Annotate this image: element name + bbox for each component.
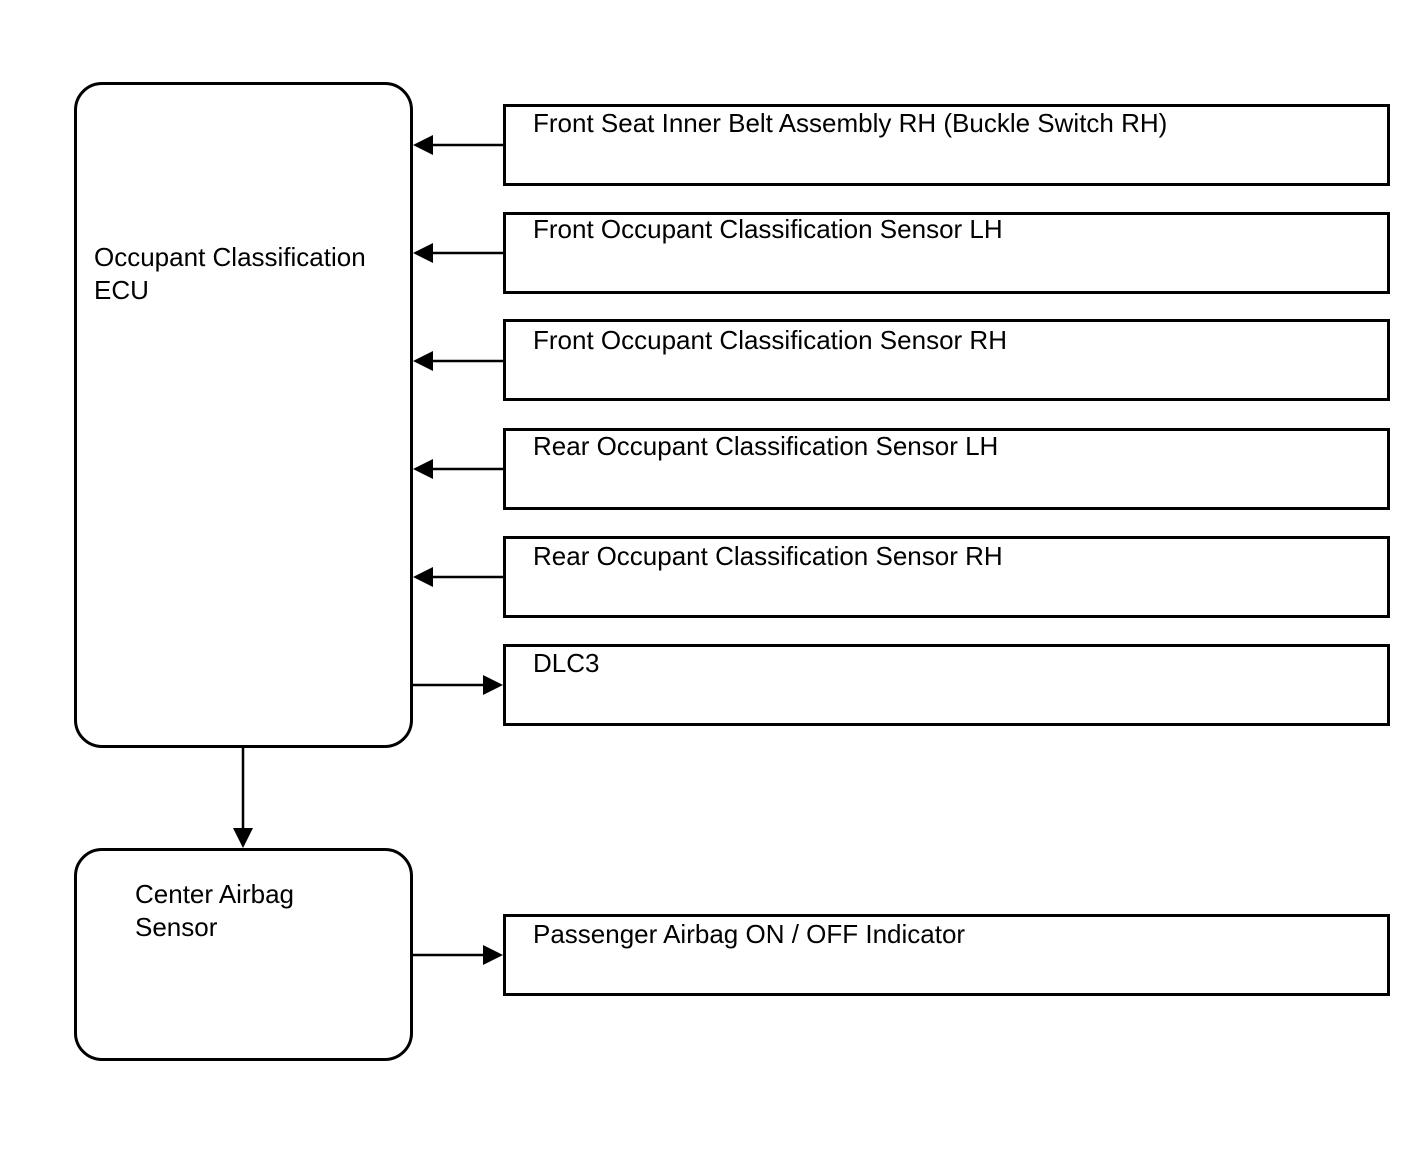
rear-sensor-lh-block xyxy=(503,428,1390,510)
ecu-label: Occupant Classification ECU xyxy=(94,242,366,305)
front-sensor-lh-block xyxy=(503,212,1390,294)
front-sensor-rh-arrowhead xyxy=(413,351,433,371)
dlc3-arrowhead xyxy=(483,675,503,695)
indicator-arrowhead xyxy=(483,945,503,965)
front-sensor-lh-label: Front Occupant Classification Sensor LH xyxy=(533,214,1003,244)
rear-sensor-rh-arrowhead xyxy=(413,567,433,587)
front-sensor-lh-arrowhead xyxy=(413,243,433,263)
buckle-switch-rh-arrowhead xyxy=(413,135,433,155)
center-airbag-sensor-label: Center Airbag Sensor xyxy=(135,879,294,942)
passenger-airbag-indicator-block xyxy=(503,914,1390,996)
ecu-to-center-airbag-arrowhead xyxy=(233,828,253,848)
rear-sensor-lh-arrowhead xyxy=(413,459,433,479)
passenger-airbag-indicator-label: Passenger Airbag ON / OFF Indicator xyxy=(533,919,966,949)
rear-sensor-rh-block xyxy=(503,536,1390,618)
front-sensor-rh-block xyxy=(503,319,1390,401)
dlc3-label: DLC3 xyxy=(533,648,600,678)
buckle-switch-rh-label: Front Seat Inner Belt Assembly RH (Buckl… xyxy=(533,108,1168,138)
buckle-switch-rh-block xyxy=(503,104,1390,186)
ecu-block xyxy=(74,82,413,748)
rear-sensor-rh-label: Rear Occupant Classification Sensor RH xyxy=(533,541,1003,571)
dlc3-block xyxy=(503,644,1390,726)
center-airbag-sensor-block xyxy=(74,848,413,1061)
rear-sensor-lh-label: Rear Occupant Classification Sensor LH xyxy=(533,431,999,461)
front-sensor-rh-label: Front Occupant Classification Sensor RH xyxy=(533,325,1007,355)
